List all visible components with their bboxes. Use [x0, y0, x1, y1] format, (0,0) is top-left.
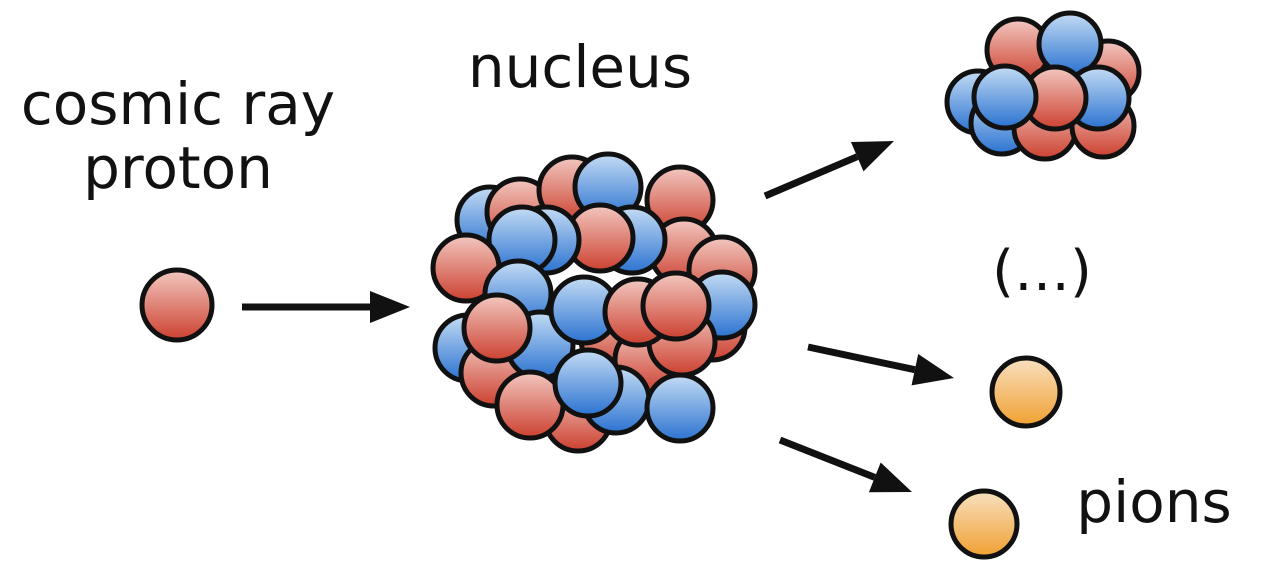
- arrow-pion-2-shaft: [780, 440, 875, 477]
- arrow-pion-2-head: [869, 462, 912, 492]
- nucleus-label: nucleus: [468, 33, 692, 101]
- pion-particles: [951, 358, 1060, 557]
- ellipsis-label: (…): [992, 239, 1092, 304]
- arrow-fragment-shaft: [765, 157, 857, 196]
- neutron-ball: [647, 375, 713, 441]
- nuclear-fragment: [947, 13, 1139, 159]
- neutron-ball: [555, 350, 621, 416]
- arrow-pion-1-head: [912, 354, 954, 385]
- incoming-proton: [142, 270, 212, 340]
- pion-ball: [951, 491, 1017, 557]
- cosmic-ray-label-line2: proton: [83, 134, 273, 202]
- cosmic-ray-label-line1: cosmic ray: [21, 70, 335, 138]
- arrow-pion-1-shaft: [808, 347, 915, 370]
- arrow-fragment-head: [851, 141, 894, 171]
- arrow-incoming-head: [370, 291, 410, 323]
- proton-ball: [142, 270, 212, 340]
- neutron-ball: [974, 66, 1036, 128]
- pions-label: pions: [1076, 468, 1231, 536]
- proton-ball: [464, 295, 530, 361]
- target-nucleus: [433, 154, 755, 451]
- pion-ball: [992, 358, 1060, 426]
- proton-ball: [643, 273, 709, 339]
